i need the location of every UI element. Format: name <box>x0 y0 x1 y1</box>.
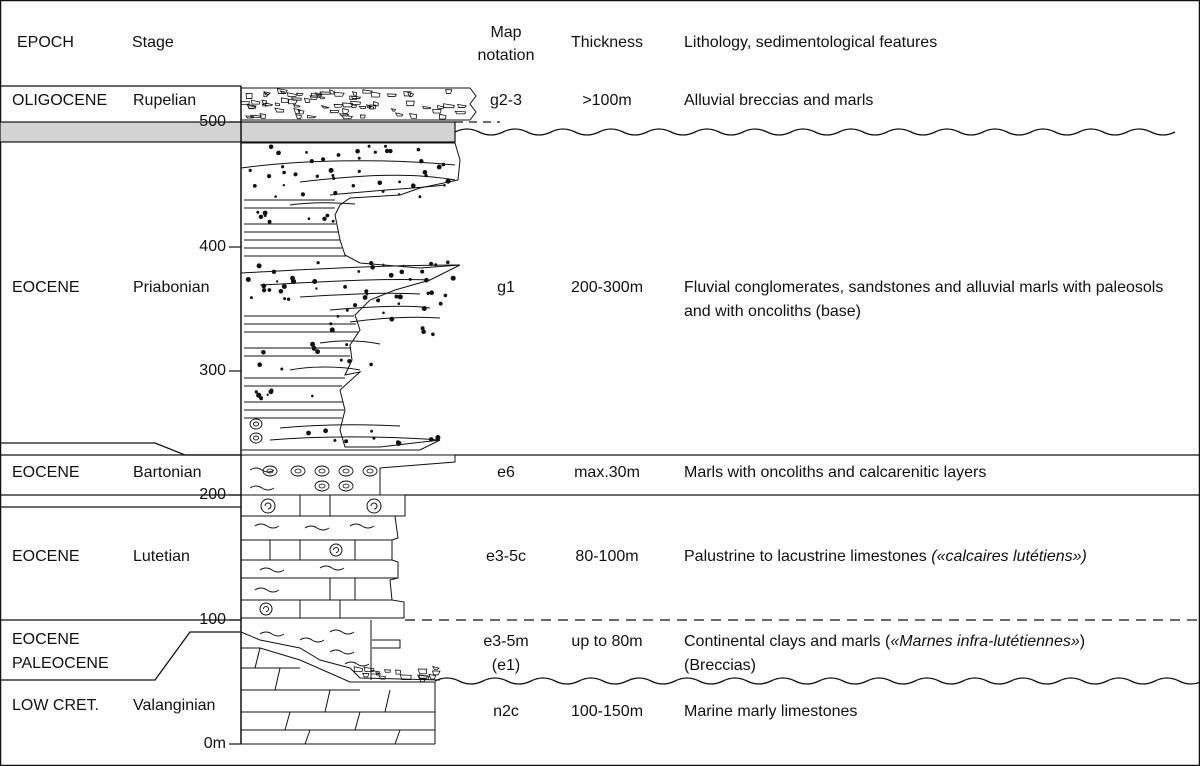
unconformity-lower <box>434 677 1200 685</box>
unit-epoch: EOCENE <box>12 279 80 296</box>
unit-epoch: OLIGOCENE <box>12 92 108 109</box>
unit-lithology-line2: and with oncoliths (base) <box>684 303 861 320</box>
hiatus-band <box>0 121 456 143</box>
header-stage: Stage <box>132 34 174 51</box>
marl-lines-priabonian <box>244 199 358 419</box>
conglomerate-dots <box>245 144 456 446</box>
header-lithology: Lithology, sedimentological features <box>684 34 938 51</box>
unit-thickness: 80-100m <box>575 548 639 565</box>
depth-tick-500: 500 <box>199 113 226 130</box>
breccia-rupelian <box>239 87 477 121</box>
unit-lithology-text-a: Continental clays and marls ( <box>684 633 891 650</box>
unit-lithology-text-b: ) <box>1079 633 1086 650</box>
unit-map: e6 <box>497 464 515 481</box>
unit-lithology: Marls with oncoliths and calcarenitic la… <box>684 464 987 481</box>
left-unit-boundaries <box>0 85 241 681</box>
unit-lithology: Marine marly limestones <box>684 703 858 720</box>
unit-lithology: Continental clays and marls («Marnes inf… <box>684 632 1085 651</box>
unit-map: e3-5m <box>483 633 529 650</box>
depth-tick-400: 400 <box>199 238 226 255</box>
unit-epoch: LOW CRET. <box>12 697 100 714</box>
priabonian-column <box>240 142 461 451</box>
valanginian-column <box>241 647 436 745</box>
unit-map-line2: (e1) <box>491 657 521 674</box>
depth-tick-200: 200 <box>199 486 226 503</box>
bartonian-column <box>241 454 456 496</box>
unit-lithology-italic: «Marnes infra-lutétiennes» <box>890 633 1080 650</box>
unit-map: e3-5c <box>485 548 527 565</box>
depth-ticks-marks <box>229 121 241 745</box>
header-epoch: EPOCH <box>17 34 74 51</box>
unit-map: n2c <box>493 703 519 720</box>
unit-lithology-text: Palustrine to lacustrine limestones <box>684 548 932 565</box>
unit-lithology: Alluvial breccias and marls <box>684 92 874 109</box>
unit-lithology: Fluvial conglomerates, sandstones and al… <box>684 279 1164 296</box>
unit-lithology-italic: («calcaires lutétiens») <box>931 548 1087 565</box>
unit-epoch: EOCENE <box>12 631 80 648</box>
header-thickness: Thickness <box>570 34 644 51</box>
unit-epoch-line2: PALEOCENE <box>12 655 109 672</box>
unit-lithology-line2: (Breccias) <box>684 657 757 674</box>
header-map-line2: notation <box>477 47 535 64</box>
unit-thickness: 200-300m <box>570 279 644 296</box>
unit-epoch: EOCENE <box>12 464 80 481</box>
infra-lutetian-column <box>240 620 441 682</box>
unit-stage: Lutetian <box>133 548 190 565</box>
unit-stage: Rupelian <box>133 92 197 109</box>
oncoliths-priabonian <box>249 418 263 444</box>
lutetian-column <box>241 494 406 619</box>
unit-epoch: EOCENE <box>12 548 80 565</box>
unit-lithology: Palustrine to lacustrine limestones («ca… <box>684 547 1087 566</box>
unit-stage: Priabonian <box>133 279 210 296</box>
depth-tick-0: 0m <box>203 735 226 752</box>
unit-thickness: >100m <box>582 92 632 109</box>
unit-thickness: 100-150m <box>570 703 644 720</box>
unit-thickness: up to 80m <box>571 633 643 650</box>
unconformity-upper <box>454 128 1176 136</box>
unit-stage: Valanginian <box>133 697 216 714</box>
unit-stage: Bartonian <box>133 464 202 481</box>
right-unit-boundaries <box>405 121 1200 621</box>
unit-map: g2-3 <box>489 92 523 109</box>
unit-thickness: max.30m <box>574 464 640 481</box>
header-map-line1: Map <box>490 24 522 41</box>
depth-tick-100: 100 <box>199 611 226 628</box>
depth-tick-300: 300 <box>199 362 226 379</box>
unit-map: g1 <box>497 279 515 296</box>
